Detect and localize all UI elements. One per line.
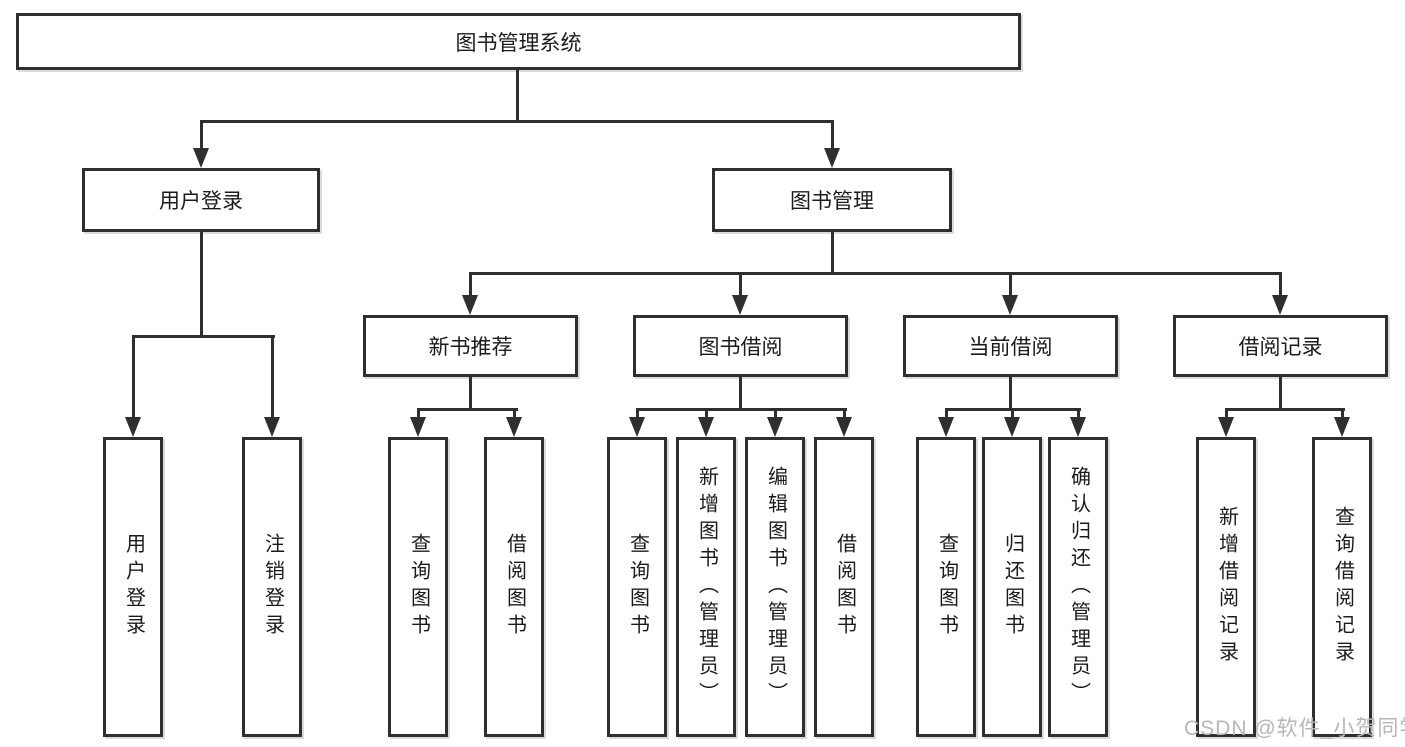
node-user-login-label: 用户登录 — [159, 190, 243, 213]
connector-hline — [131, 335, 275, 338]
leaf-query-books-1-label: 查询图书 — [407, 533, 430, 641]
leaf-query-borrow-record: 查询借阅记录 — [1312, 437, 1372, 737]
connector-vline — [738, 272, 742, 297]
leaf-add-borrow-record: 新增借阅记录 — [1196, 437, 1256, 737]
connector-vline — [1008, 374, 1012, 411]
leaf-edit-books-admin-label: 编辑图书（管理员） — [764, 465, 787, 709]
arrowhead — [629, 417, 645, 437]
arrowhead — [1002, 295, 1018, 315]
connector-vline — [1340, 408, 1344, 420]
leaf-borrow-books-1-label: 借阅图书 — [503, 533, 526, 641]
connector-vline — [416, 408, 420, 420]
connector-vline — [1010, 408, 1014, 420]
leaf-query-books-1: 查询图书 — [388, 437, 448, 737]
connector-vline — [468, 374, 472, 411]
arrowhead — [732, 295, 748, 315]
arrowhead — [767, 417, 783, 437]
node-borrowing-records-label: 借阅记录 — [1238, 336, 1323, 359]
connector-vline — [830, 120, 834, 151]
connector-hline — [635, 408, 847, 411]
connector-vline — [944, 408, 948, 420]
arrowhead — [1070, 417, 1086, 437]
arrowhead — [125, 417, 141, 437]
connector-vline — [1278, 374, 1282, 411]
leaf-add-borrow-record-label: 新增借阅记录 — [1215, 506, 1238, 668]
node-book-management: 图书管理 — [712, 168, 952, 232]
node-borrowing-records: 借阅记录 — [1173, 315, 1388, 377]
arrowhead — [1218, 417, 1234, 437]
leaf-borrow-books-2: 借阅图书 — [814, 437, 874, 737]
connector-vline — [199, 120, 203, 151]
arrowhead — [836, 417, 852, 437]
node-root-label: 图书管理系统 — [455, 31, 582, 55]
connector-vline — [1076, 408, 1080, 420]
connector-vline — [704, 408, 708, 420]
connector-vline — [515, 70, 519, 123]
leaf-query-books-3-label: 查询图书 — [935, 533, 958, 641]
node-book-borrowing: 图书借阅 — [633, 315, 848, 377]
connector-vline — [468, 272, 472, 297]
node-new-book-recommendation: 新书推荐 — [363, 315, 578, 377]
connector-vline — [1224, 408, 1228, 420]
connector-vline — [635, 408, 639, 420]
node-user-login: 用户登录 — [82, 168, 320, 232]
leaf-query-books-3: 查询图书 — [916, 437, 976, 737]
connector-vline — [512, 408, 516, 420]
arrowhead — [938, 417, 954, 437]
leaf-return-books: 归还图书 — [982, 437, 1042, 737]
leaf-edit-books-admin: 编辑图书（管理员） — [745, 437, 805, 737]
leaf-query-books-2-label: 查询图书 — [626, 533, 649, 641]
leaf-confirm-return-admin-label: 确认归还（管理员） — [1067, 465, 1090, 709]
arrowhead — [698, 417, 714, 437]
node-book-management-label: 图书管理 — [790, 190, 874, 213]
node-current-borrowing-label: 当前借阅 — [968, 336, 1053, 359]
connector-vline — [738, 374, 742, 411]
connector-vline — [773, 408, 777, 420]
connector-vline — [830, 230, 834, 275]
connector-vline — [199, 230, 203, 337]
leaf-add-books-admin-label: 新增图书（管理员） — [695, 465, 718, 709]
arrowhead — [1272, 295, 1288, 315]
leaf-add-books-admin: 新增图书（管理员） — [676, 437, 736, 737]
leaf-query-borrow-record-label: 查询借阅记录 — [1331, 506, 1354, 668]
leaf-borrow-books-2-label: 借阅图书 — [833, 533, 856, 641]
connector-vline — [1008, 272, 1012, 297]
node-current-borrowing: 当前借阅 — [903, 315, 1118, 377]
leaf-user-login-label: 用户登录 — [122, 533, 145, 641]
arrowhead — [410, 417, 426, 437]
connector-hline — [1224, 408, 1345, 411]
connector-hline — [468, 272, 1282, 275]
csdn-watermark: CSDN @软件_小贺同学 — [1184, 717, 1405, 740]
arrowhead — [1004, 417, 1020, 437]
leaf-query-books-2: 查询图书 — [607, 437, 667, 737]
node-new-book-recommendation-label: 新书推荐 — [428, 336, 513, 359]
arrowhead — [506, 417, 522, 437]
connector-vline — [131, 335, 135, 419]
connector-hline — [199, 120, 834, 123]
connector-hline — [416, 408, 518, 411]
connector-vline — [270, 335, 274, 419]
leaf-return-books-label: 归还图书 — [1001, 533, 1024, 641]
leaf-logout: 注销登录 — [242, 437, 302, 737]
node-book-borrowing-label: 图书借阅 — [698, 336, 783, 359]
arrowhead — [824, 148, 840, 168]
arrowhead — [1334, 417, 1350, 437]
arrowhead — [462, 295, 478, 315]
connector-vline — [842, 408, 846, 420]
arrowhead — [264, 417, 280, 437]
leaf-logout-label: 注销登录 — [261, 533, 284, 641]
connector-vline — [1278, 272, 1282, 297]
leaf-borrow-books-1: 借阅图书 — [484, 437, 544, 737]
arrowhead — [193, 148, 209, 168]
node-root-system: 图书管理系统 — [16, 13, 1021, 70]
leaf-confirm-return-admin: 确认归还（管理员） — [1048, 437, 1108, 737]
leaf-user-login: 用户登录 — [103, 437, 163, 737]
